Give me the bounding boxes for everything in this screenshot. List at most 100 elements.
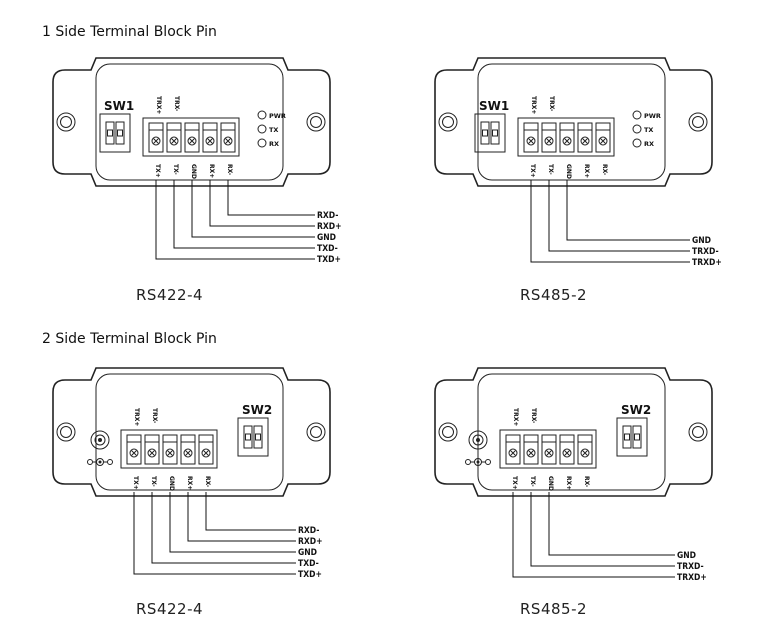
terminal-screw-cross [171, 138, 177, 144]
dip-switch-lever [480, 121, 490, 145]
signal-wire [566, 180, 690, 241]
mounting-screw-inner [692, 116, 704, 128]
terminal-screw-icon [508, 448, 518, 458]
terminal-screw-cross [189, 138, 195, 144]
led-tx-icon [632, 124, 642, 134]
top-label-trx-plus: TRX+ [155, 96, 162, 114]
terminal-slot [148, 129, 164, 153]
signal-label-trxdminus: TRXD- [692, 247, 719, 257]
signal-wire [548, 492, 675, 556]
section-title-side2: 2 Side Terminal Block Pin [42, 331, 217, 347]
signal-wire [227, 180, 315, 216]
signal-label-txdplus: TXD+ [317, 255, 341, 265]
mode-label-rs422-side1: RS422-4 [136, 286, 204, 304]
dip-switch-lever [622, 425, 632, 449]
terminal-slot [144, 441, 160, 465]
dip-switch-label: SW2 [242, 403, 272, 417]
terminal-slot [166, 129, 182, 153]
terminal-screw-icon [169, 136, 179, 146]
signal-wire [548, 180, 690, 252]
pin-label-5: RX- [226, 164, 233, 176]
signal-label-gnd: GND [317, 233, 336, 243]
terminal-screw-cross [207, 138, 213, 144]
terminal-screw-icon [151, 136, 161, 146]
mode-label-rs422-side2: RS422-4 [136, 600, 204, 618]
mounting-screw-inner [692, 426, 704, 438]
terminal-screw-cross [528, 138, 534, 144]
dip-switch-lever [105, 121, 115, 145]
power-jack-inner [94, 434, 106, 446]
terminal-slot [202, 129, 218, 153]
pin-label-3: GND [190, 164, 197, 179]
dip-switch-lever [490, 121, 500, 145]
terminal-slot [577, 129, 593, 153]
dip-switch-label: SW1 [479, 99, 509, 113]
dip-switch-knob [117, 129, 123, 137]
signal-label-rxdminus: RXD- [298, 526, 319, 536]
terminal-slot [541, 129, 557, 153]
signal-label-gnd: GND [692, 236, 711, 246]
dip-switch-knob [255, 433, 261, 441]
signal-label-gnd: GND [298, 548, 317, 558]
device-housing [52, 367, 331, 497]
signal-wire [155, 180, 315, 260]
terminal-screw-icon [526, 448, 536, 458]
dip-switch-label: SW2 [621, 403, 651, 417]
signal-label-rxdminus: RXD- [317, 211, 338, 221]
terminal-screw-icon [544, 136, 554, 146]
led-label-tx: TX [269, 126, 278, 134]
terminal-screw-icon [147, 448, 157, 458]
terminal-slot [559, 441, 575, 465]
terminal-screw-icon [187, 136, 197, 146]
device-front-panel [477, 373, 666, 491]
terminal-screw-cross [185, 450, 191, 456]
polarity-dot [476, 460, 480, 464]
signal-wire [512, 492, 675, 578]
terminal-screw-cross [203, 450, 209, 456]
top-label-trx-minus: TRX- [173, 96, 180, 112]
terminal-screw-cross [564, 450, 570, 456]
section-title-side1: 1 Side Terminal Block Pin [42, 24, 217, 40]
terminal-slot [126, 441, 142, 465]
dip-switch [474, 113, 506, 153]
top-label-trx-minus: TRX- [548, 96, 555, 112]
terminal-slot [220, 129, 236, 153]
mounting-screw-icon [438, 422, 458, 442]
terminal-screw-icon [183, 448, 193, 458]
terminal-slot [559, 129, 575, 153]
led-pwr-icon [257, 110, 267, 120]
terminal-block [142, 117, 240, 157]
mounting-screw-icon [306, 112, 326, 132]
polarity-minus [465, 459, 471, 465]
power-jack-center [476, 438, 480, 442]
polarity-plus [485, 459, 491, 465]
mounting-screw-inner [60, 426, 72, 438]
led-label-pwr: PWR [269, 112, 286, 120]
mounting-screw-icon [688, 112, 708, 132]
dip-switch-lever [253, 425, 263, 449]
terminal-screw-cross [546, 138, 552, 144]
terminal-block [120, 429, 218, 469]
dip-switch-label: SW1 [104, 99, 134, 113]
signal-wire [209, 180, 315, 227]
terminal-slot [541, 441, 557, 465]
led-rx-icon [632, 138, 642, 148]
signal-wire [205, 492, 296, 531]
mode-label-rs485-side2: RS485-2 [520, 600, 588, 618]
mounting-screw-icon [438, 112, 458, 132]
led-pwr-icon [632, 110, 642, 120]
dip-switch [616, 417, 648, 457]
terminal-screw-cross [600, 138, 606, 144]
mounting-screw-inner [442, 116, 454, 128]
signal-label-rxdplus: RXD+ [298, 537, 323, 547]
led-label-rx: RX [269, 140, 279, 148]
power-jack-center [98, 438, 102, 442]
terminal-screw-icon [580, 136, 590, 146]
dip-switch [237, 417, 269, 457]
power-jack-icon [468, 430, 488, 450]
signal-wire [169, 492, 296, 553]
pin-label-4: RX+ [208, 164, 215, 178]
